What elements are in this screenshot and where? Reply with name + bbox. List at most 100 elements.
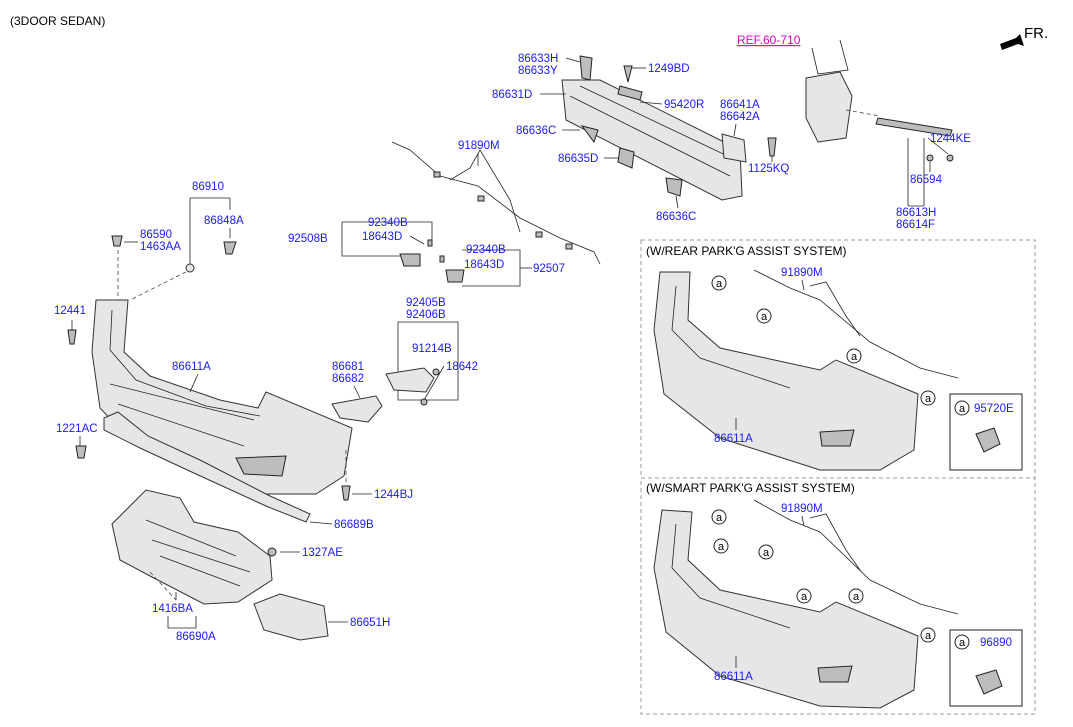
rear-bumper-side-rail: [875, 117, 953, 137]
label-1125KQ[interactable]: 1125KQ: [748, 163, 789, 175]
label-1249BD[interactable]: 1249BD: [648, 63, 690, 75]
strip-95420R-icon: [617, 85, 643, 101]
bolt-1125KQ-icon: [767, 137, 777, 157]
clip-1327AE-icon: [267, 547, 277, 557]
label-1463AA[interactable]: 1463AA: [140, 241, 181, 253]
panel-rear-park-assist: (W/REAR PARK'G ASSIST SYSTEM) 91890M 866…: [640, 239, 1036, 479]
bracket-86633-icon: [579, 55, 593, 81]
label-95420R[interactable]: 95420R: [664, 99, 704, 111]
rear-assist-callout-part[interactable]: 95720E: [974, 403, 1014, 415]
smart-assist-callout-letter: a: [959, 637, 966, 649]
panel-smart-park-assist: (W/SMART PARK'G ASSIST SYSTEM) 91890M 86…: [640, 477, 1036, 715]
label-86910[interactable]: 86910: [192, 181, 224, 193]
ref-bracket-assembly: [805, 39, 953, 143]
label-86848A[interactable]: 86848A: [204, 215, 244, 227]
svg-text:a: a: [718, 541, 725, 553]
svg-text:a: a: [801, 591, 808, 603]
label-86614F[interactable]: 86614F: [896, 219, 935, 231]
rear-assist-harness-label[interactable]: 91890M: [781, 267, 823, 279]
label-86690A[interactable]: 86690A: [176, 631, 216, 643]
under-cover-86690A: [111, 489, 273, 605]
label-86631D[interactable]: 86631D: [492, 89, 532, 101]
front-direction-indicator: FR.: [1000, 25, 1048, 50]
label-86642A[interactable]: 86642A: [720, 111, 760, 123]
svg-text:a: a: [716, 512, 723, 524]
label-92405B[interactable]: 92405B: [406, 297, 446, 309]
label-1244KE[interactable]: 1244KE: [930, 133, 971, 145]
label-86633Y[interactable]: 86633Y: [518, 65, 558, 77]
label-1221AC[interactable]: 1221AC: [56, 423, 98, 435]
label-86633H[interactable]: 86633H: [518, 53, 558, 65]
clip-86636C-b-icon: [665, 177, 683, 197]
bolt-1244KE-icon: [946, 154, 954, 162]
wiring-harness-91890M: [391, 141, 601, 265]
label-86590[interactable]: 86590: [140, 229, 172, 241]
smart-assist-callout-part[interactable]: 96890: [980, 637, 1012, 649]
socket-91214B-icon: [432, 368, 440, 376]
svg-text:a: a: [925, 630, 932, 642]
label-86682[interactable]: 86682: [332, 373, 364, 385]
bulb-18642-icon: [420, 398, 428, 406]
label-86613H[interactable]: 86613H: [896, 207, 936, 219]
label-86651H[interactable]: 86651H: [350, 617, 390, 629]
label-91890M[interactable]: 91890M: [458, 140, 500, 152]
label-18643D-b[interactable]: 18643D: [464, 259, 504, 271]
label-92340B-a[interactable]: 92340B: [368, 217, 408, 229]
bolt-1249BD-icon: [623, 65, 633, 83]
clip-86635D-icon: [617, 147, 635, 169]
svg-text:a: a: [853, 591, 860, 603]
label-86641A[interactable]: 86641A: [720, 99, 760, 111]
sensor-92508B-icon: [399, 253, 421, 267]
rear-assist-title: (W/REAR PARK'G ASSIST SYSTEM): [646, 244, 847, 258]
nut-86910-icon: [185, 263, 195, 273]
grommet-icon-a: [427, 239, 433, 247]
label-18643D-a[interactable]: 18643D: [362, 231, 402, 243]
label-92340B-b[interactable]: 92340B: [466, 244, 506, 256]
rear-assist-callout-letter: a: [959, 403, 966, 415]
label-86635D[interactable]: 86635D: [558, 153, 598, 165]
smart-assist-bumper-label[interactable]: 86611A: [714, 671, 753, 683]
label-86611A[interactable]: 86611A: [172, 361, 211, 373]
under-cover-86651H: [253, 593, 329, 641]
smart-sensor-96890-icon: [975, 669, 1003, 695]
label-86636C-b[interactable]: 86636C: [656, 211, 696, 223]
lamp-bezel-86681-icon: [331, 395, 383, 423]
smart-assist-title: (W/SMART PARK'G ASSIST SYSTEM): [646, 481, 855, 495]
front-direction-label: FR.: [1024, 25, 1048, 42]
label-1416BA[interactable]: 1416BA: [152, 603, 193, 615]
bumper-absorber-86689B: [103, 411, 311, 523]
clip-86636C-a-icon: [580, 125, 599, 144]
svg-text:a: a: [851, 351, 858, 363]
label-1244BJ[interactable]: 1244BJ: [374, 489, 413, 501]
label-91214B[interactable]: 91214B: [412, 343, 452, 355]
label-12441[interactable]: 12441: [54, 305, 86, 317]
stay-86641A-icon: [721, 133, 747, 163]
ref-link[interactable]: REF.60-710: [737, 33, 801, 47]
label-92507[interactable]: 92507: [533, 263, 565, 275]
svg-text:a: a: [761, 311, 768, 323]
label-18642[interactable]: 18642: [446, 361, 478, 373]
reflector-left-icon: [235, 455, 287, 477]
svg-text:a: a: [716, 278, 723, 290]
label-92406B[interactable]: 92406B: [406, 309, 446, 321]
screw-1244BJ-icon: [341, 485, 351, 501]
clip-86594-icon: [926, 154, 934, 162]
variant-title: (3DOOR SEDAN): [10, 14, 105, 28]
grommet-icon-b: [439, 255, 445, 263]
reflex-lamp-icon: [385, 367, 435, 393]
label-86636C-a[interactable]: 86636C: [516, 125, 556, 137]
impact-beam: [561, 55, 777, 201]
smart-assist-harness-label[interactable]: 91890M: [781, 503, 823, 515]
clip-86590-icon: [111, 235, 123, 247]
label-86681[interactable]: 86681: [332, 361, 364, 373]
svg-text:a: a: [763, 547, 770, 559]
screw-12441-icon: [67, 329, 77, 345]
label-86594[interactable]: 86594: [910, 174, 943, 186]
rear-assist-bumper-label[interactable]: 86611A: [714, 433, 753, 445]
label-92508B[interactable]: 92508B: [288, 233, 328, 245]
park-sensor-95720E-icon: [975, 427, 1001, 453]
label-86689B[interactable]: 86689B: [334, 519, 374, 531]
sensor-92507-icon: [445, 269, 465, 283]
label-1327AE[interactable]: 1327AE: [302, 547, 343, 559]
